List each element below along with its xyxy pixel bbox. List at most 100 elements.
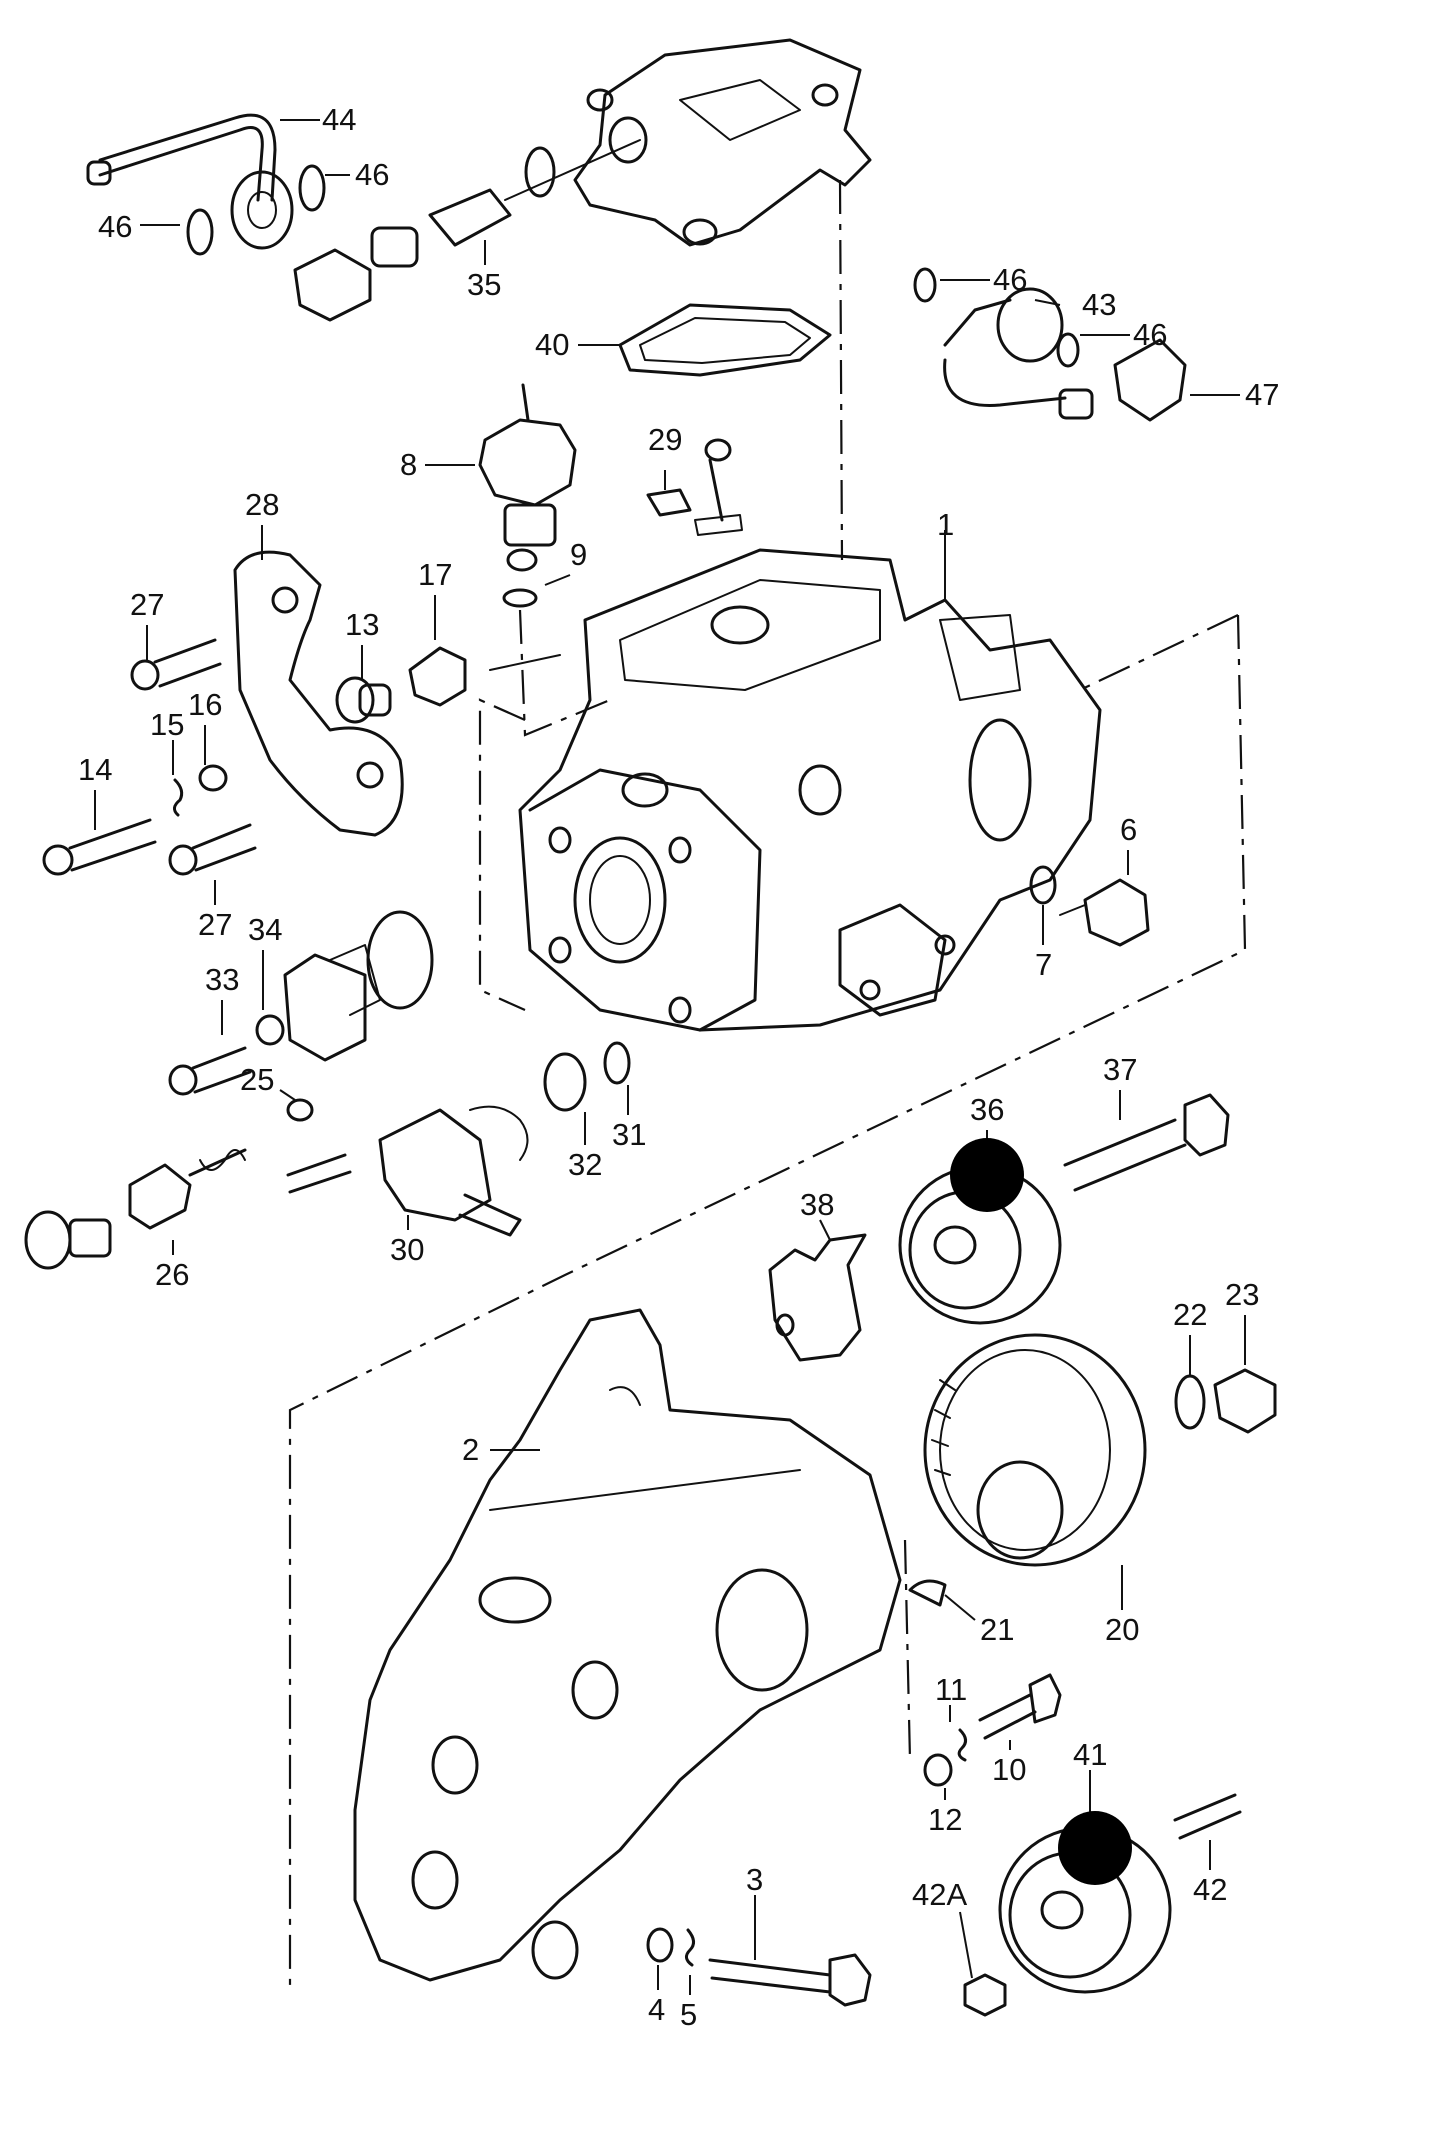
gear-20 — [923, 1333, 1147, 1567]
pump-top-opening — [710, 605, 770, 645]
bolt-37 — [1063, 1093, 1230, 1192]
plug-6-thread — [1059, 904, 1086, 916]
callout-44: 44 — [322, 102, 356, 137]
solenoid-30-spring — [469, 1105, 529, 1161]
seal-ring-34 — [366, 910, 434, 1010]
bracket-38-body — [768, 1233, 867, 1362]
pipe-43 — [943, 298, 1012, 347]
valve-26-nut — [68, 1218, 112, 1258]
valve-34-thread — [329, 944, 381, 1016]
washer-16 — [198, 764, 228, 792]
valve-26-hex — [128, 1163, 192, 1230]
plug-6-hex — [1083, 878, 1150, 947]
callout-34: 34 — [248, 912, 282, 947]
bolt-3-head — [828, 1953, 872, 2007]
callout-4: 4 — [648, 1992, 665, 2027]
side-plate-hole-2 — [934, 934, 956, 956]
base-bracket-2-hook — [609, 1386, 641, 1406]
screw-head-14 — [42, 844, 74, 876]
washer-46a — [298, 164, 326, 212]
leader-lines — [94, 119, 1246, 1995]
pressure-valve-35 — [293, 139, 641, 322]
boundary-cover-axis — [838, 179, 844, 561]
callout-30: 30 — [390, 1232, 424, 1267]
nut-17-body — [408, 646, 467, 707]
screw-29 — [708, 458, 724, 522]
cover-port — [608, 116, 648, 164]
callout-43: 43 — [1082, 287, 1116, 322]
flange-hole-4 — [548, 936, 572, 964]
boundary-left-upper — [478, 698, 526, 1012]
leader-42A — [959, 1911, 973, 1979]
screw-head-33 — [168, 1064, 198, 1096]
boundary-top-right — [1079, 614, 1239, 691]
bolt-37-head — [1183, 1093, 1230, 1157]
bolt-37-shank — [1063, 1118, 1187, 1192]
base-bracket-2-hole-1 — [571, 1660, 619, 1720]
valve-26 — [24, 1148, 247, 1270]
callout-23: 23 — [1225, 1277, 1259, 1312]
return-line-43 — [913, 267, 1187, 422]
bolt-3 — [708, 1953, 872, 2007]
assembly-boundary-lines — [288, 179, 1247, 1990]
callout-38: 38 — [800, 1187, 834, 1222]
bracket-28-body — [233, 550, 404, 837]
callout-11: 11 — [935, 1672, 967, 1707]
callout-22: 22 — [1173, 1297, 1207, 1332]
seal-ring-31 — [603, 1041, 631, 1085]
callout-46-c: 46 — [993, 262, 1027, 297]
base-bracket-2-hole-2 — [431, 1735, 479, 1795]
callout-10: 10 — [992, 1752, 1026, 1787]
screw-head-29 — [704, 438, 732, 462]
gear-20-teeth-ring — [939, 1349, 1111, 1551]
washer-7 — [1029, 865, 1057, 905]
side-port — [798, 764, 842, 816]
callout-6: 6 — [1120, 812, 1137, 847]
callout-12: 12 — [928, 1802, 962, 1837]
cap-26 — [24, 1210, 72, 1270]
gear-20-outer — [923, 1333, 1147, 1567]
bolt-10-shank — [978, 1693, 1037, 1740]
seal-ring-9 — [502, 588, 538, 608]
plate-29 — [694, 514, 743, 536]
solenoid-30-lever — [458, 1193, 522, 1237]
base-bracket-2-ridge — [489, 1469, 801, 1511]
pipe-end-44 — [86, 160, 112, 186]
seal-ring-35 — [524, 146, 556, 198]
key-21 — [908, 1579, 947, 1607]
callout-2: 2 — [462, 1432, 479, 1467]
sensor-body-8 — [503, 503, 557, 547]
roller-36-hub — [933, 1225, 977, 1265]
callout-42: 42 — [1193, 1872, 1227, 1907]
washer-12 — [923, 1753, 953, 1787]
washer-25 — [286, 1098, 314, 1122]
callout-46-b: 46 — [98, 209, 132, 244]
pump-housing — [518, 548, 1102, 1032]
screws-29 — [646, 438, 743, 536]
valve-26-stem — [188, 1148, 247, 1177]
bushing-13-flange — [335, 676, 375, 724]
sensor-tip-8 — [506, 548, 538, 572]
callout-15: 15 — [150, 707, 184, 742]
callout-21: 21 — [980, 1612, 1014, 1647]
callout-labels: 44 46 46 35 40 46 43 46 47 8 29 28 1 9 2… — [78, 102, 1279, 2032]
flange-hole-2 — [668, 836, 692, 864]
base-bracket-2-hole-4 — [531, 1920, 579, 1980]
side-plate — [838, 903, 947, 1017]
base-bracket-2 — [353, 1308, 902, 1982]
shaft-stub — [489, 654, 561, 671]
gasket-inner — [639, 317, 811, 364]
nut-23 — [1213, 1368, 1277, 1434]
callout-17: 17 — [418, 557, 452, 592]
callout-41: 41 — [1073, 1737, 1107, 1772]
boundary-lower-right — [903, 1539, 912, 1761]
gasket-40 — [618, 303, 832, 377]
nut-42A — [963, 1973, 1007, 2017]
screw-shank-14 — [68, 818, 157, 872]
screw-30 — [286, 1153, 352, 1194]
banjo-bolt-47 — [1113, 338, 1187, 422]
pump-rear-bracket — [939, 614, 1021, 701]
callout-20: 20 — [1105, 1612, 1139, 1647]
callout-5: 5 — [680, 1997, 697, 2032]
roller-36-face — [908, 1190, 1022, 1310]
